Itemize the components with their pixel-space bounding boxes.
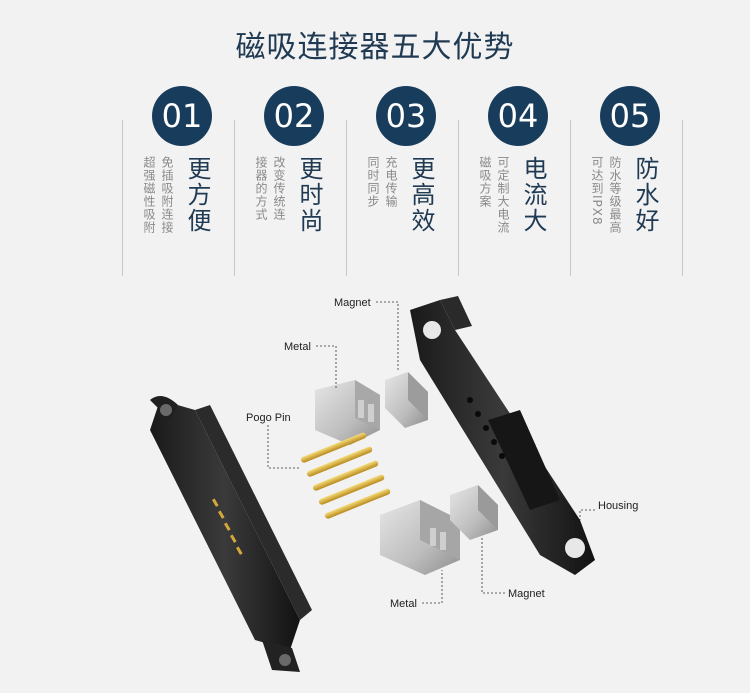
feature-sub-text-1: 免插吸附连接 [160, 156, 174, 234]
feature-title: 防水好 [631, 156, 659, 234]
feature-sub-text-1: 充电传输 [384, 156, 398, 208]
feature-sub-text-1: 改变传统连 [272, 156, 286, 221]
right-housing [410, 296, 595, 575]
feature-sub-text-2: 同时同步 [366, 156, 380, 208]
feature-2: 02 接器的方式 改变传统连 更时尚 [234, 86, 346, 276]
feature-title: 电流大 [519, 156, 547, 234]
feature-sub-text-2: 可达到IPX8 [590, 156, 604, 226]
leader-magnet-bottom [481, 538, 505, 594]
divider [570, 120, 571, 276]
divider [346, 120, 347, 276]
leader-pogo-pin [267, 425, 300, 469]
feature-sub-text-2: 磁吸方案 [478, 156, 492, 208]
feature-1: 01 超强磁性吸附 免插吸附连接 更方便 [122, 86, 234, 276]
feature-number: 05 [600, 86, 660, 146]
magnet-top [385, 372, 428, 428]
feature-number: 01 [152, 86, 212, 146]
feature-3: 03 同时同步 充电传输 更高效 [346, 86, 458, 276]
metal-top [315, 380, 380, 445]
pogo-pins [300, 432, 391, 519]
leader-magnet-top [376, 301, 399, 372]
feature-number: 04 [488, 86, 548, 146]
label-pogo-pin: Pogo Pin [246, 412, 291, 424]
divider [122, 120, 123, 276]
page-title: 磁吸连接器五大优势 [235, 30, 515, 65]
feature-sub-text-2: 超强磁性吸附 [142, 156, 156, 234]
left-housing [150, 396, 312, 672]
divider [234, 120, 235, 276]
label-housing: Housing [598, 500, 638, 512]
feature-5: 05 可达到IPX8 防水等级最高 防水好 [570, 86, 683, 276]
label-magnet-bottom: Magnet [508, 588, 545, 600]
feature-title: 更方便 [183, 156, 211, 234]
connector-exploded-diagram: Magnet Metal Pogo Pin Housing Metal Magn… [150, 296, 638, 672]
feature-sub-text-2: 接器的方式 [254, 156, 268, 221]
feature-sub-text-1: 可定制大电流 [496, 156, 510, 234]
feature-title: 更时尚 [295, 156, 323, 234]
feature-sub-text-1: 防水等级最高 [608, 156, 622, 234]
feature-4: 04 磁吸方案 可定制大电流 电流大 [458, 86, 570, 276]
magnet-bottom [450, 485, 498, 540]
label-magnet-top: Magnet [334, 297, 371, 309]
feature-number: 02 [264, 86, 324, 146]
feature-number: 03 [376, 86, 436, 146]
leader-metal-top [316, 345, 337, 390]
leader-metal-bottom [422, 570, 443, 604]
divider [458, 120, 459, 276]
feature-title: 更高效 [407, 156, 435, 234]
divider [682, 120, 683, 276]
label-metal-top: Metal [284, 341, 311, 353]
metal-bottom [380, 500, 460, 575]
leader-housing [579, 509, 595, 520]
label-metal-bottom: Metal [390, 598, 417, 610]
